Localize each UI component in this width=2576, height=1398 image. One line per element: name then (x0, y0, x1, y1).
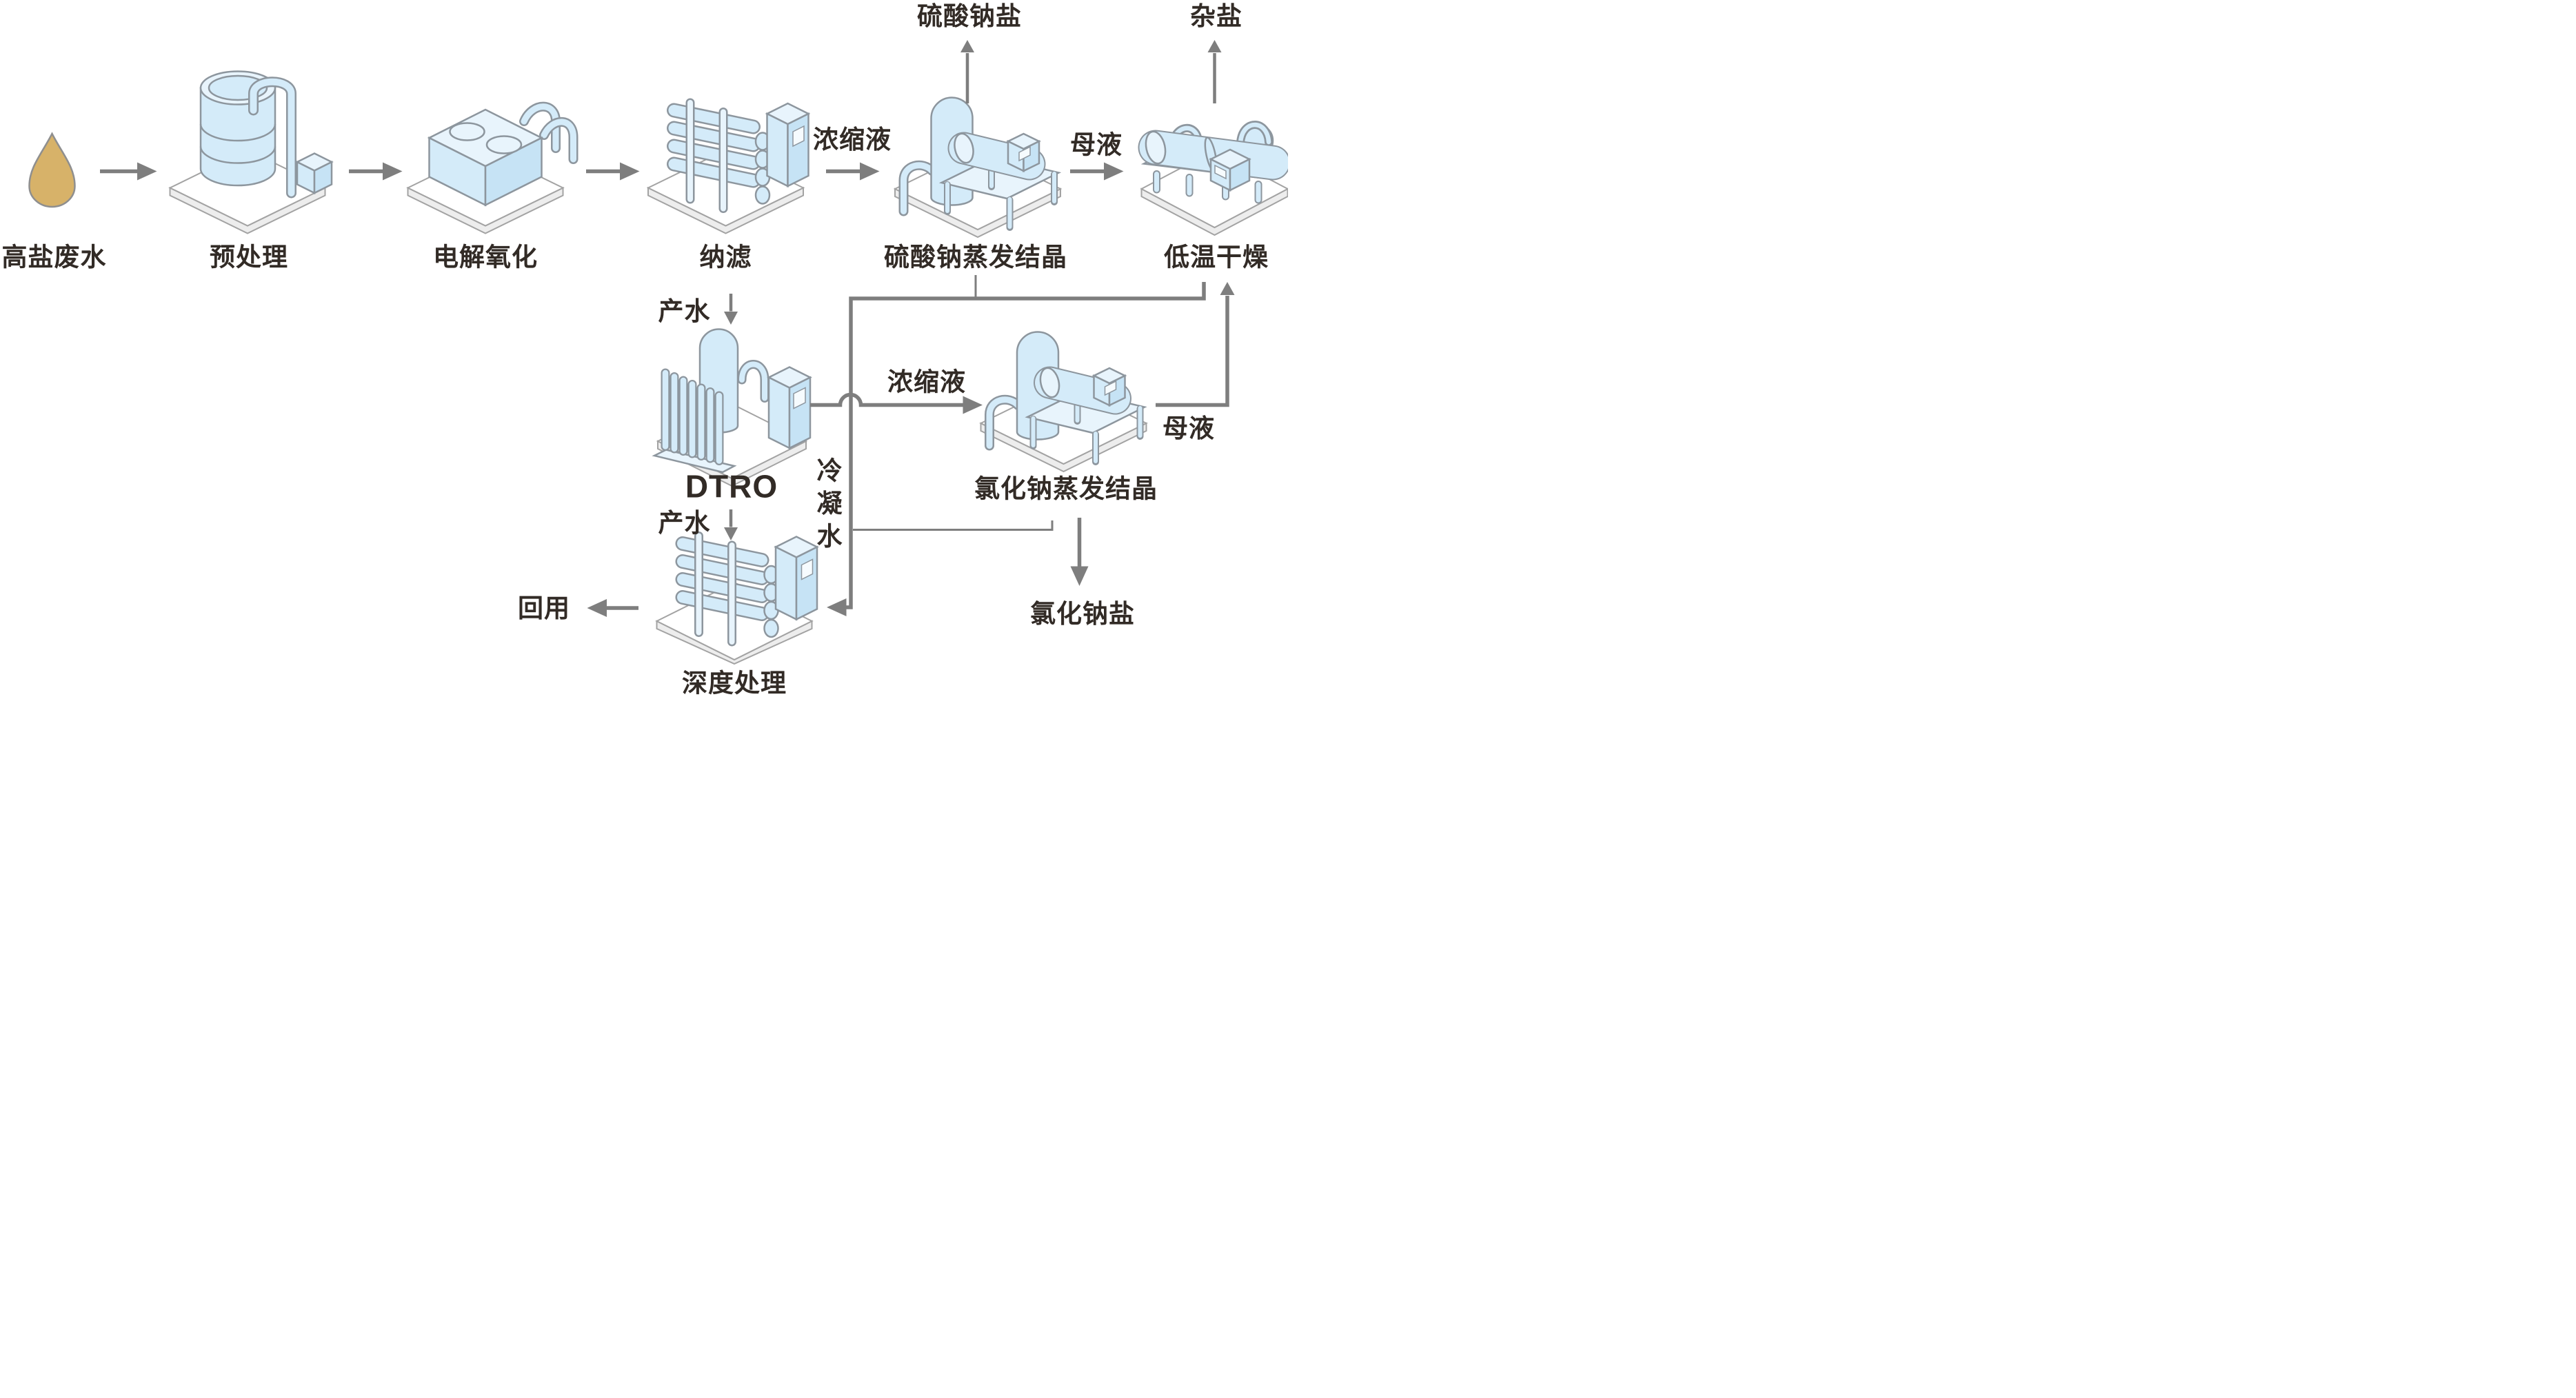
advanced-treatment-label: 深度处理 (682, 669, 787, 698)
nacl-mother-liquor-arrow (1156, 282, 1235, 407)
arrow-pretreatment-to-electro-oxidation (349, 162, 403, 181)
dtro-unit-icon (652, 328, 812, 474)
arrow-electro-oxidation-to-nanofiltration (586, 162, 640, 181)
dtro-label: DTRO (685, 469, 778, 505)
low-temp-dryer-icon (1138, 121, 1288, 204)
arrow-nacl-salt-down (1070, 518, 1089, 586)
nacl-evaporation-label: 氯化钠蒸发结晶 (974, 475, 1158, 503)
dtro-concentrate-label: 浓缩液 (887, 368, 966, 396)
na2so4-salt-label: 硫酸钠盐 (917, 2, 1022, 30)
arrow-nf-product-water-down (724, 294, 738, 325)
mixed-salt-label: 杂盐 (1190, 2, 1242, 30)
na2so4-evaporation-label: 硫酸钠蒸发结晶 (884, 243, 1067, 272)
svg-text:冷: 冷 (817, 457, 843, 485)
nacl-evap-condensate-stub (853, 520, 1054, 531)
nanofiltration-label: 纳滤 (700, 243, 752, 272)
condensate-main-line (827, 282, 1206, 616)
nacl-mother-liquor-label: 母液 (1163, 414, 1215, 443)
reuse-label: 回用 (518, 594, 570, 622)
dtro-product-water-label: 产水 (658, 509, 711, 537)
wastewater-drop-icon (28, 132, 76, 208)
arrow-nf-concentrate (826, 162, 880, 181)
pretreatment-tank-icon (199, 70, 334, 199)
arrow-na2so4-mother-liquor (1070, 162, 1124, 181)
arrow-na2so4-salt-up (960, 40, 974, 103)
svg-text:凝: 凝 (817, 489, 843, 518)
nf-concentrate-label: 浓缩液 (813, 125, 892, 154)
feed-label: 高盐废水 (2, 243, 107, 272)
electro-oxidation-label: 电解氧化 (433, 243, 538, 272)
electro-oxidation-cell-icon (427, 101, 578, 207)
low-temp-drying-label: 低温干燥 (1164, 243, 1269, 272)
arrow-dtro-product-water-down (724, 509, 738, 540)
arrow-feed-to-pretreatment (100, 162, 157, 181)
nf-product-water-label: 产水 (658, 297, 711, 325)
condensate-label: 冷 凝 水 (817, 457, 843, 551)
svg-text:水: 水 (817, 523, 843, 551)
nacl-salt-label: 氯化钠盐 (1030, 600, 1135, 628)
flow-diagram: 高盐废水 预处理 电解氧化 纳滤 硫酸钠蒸发结晶 低温干燥 硫酸钠盐 杂盐 浓缩… (0, 0, 1288, 699)
arrow-reuse-left (587, 599, 638, 617)
arrow-mixed-salt-up (1207, 40, 1222, 103)
dtro-concentrate-arrow (810, 392, 983, 414)
na2so4-mother-liquor-label: 母液 (1070, 131, 1123, 159)
pretreatment-label: 预处理 (210, 243, 288, 272)
